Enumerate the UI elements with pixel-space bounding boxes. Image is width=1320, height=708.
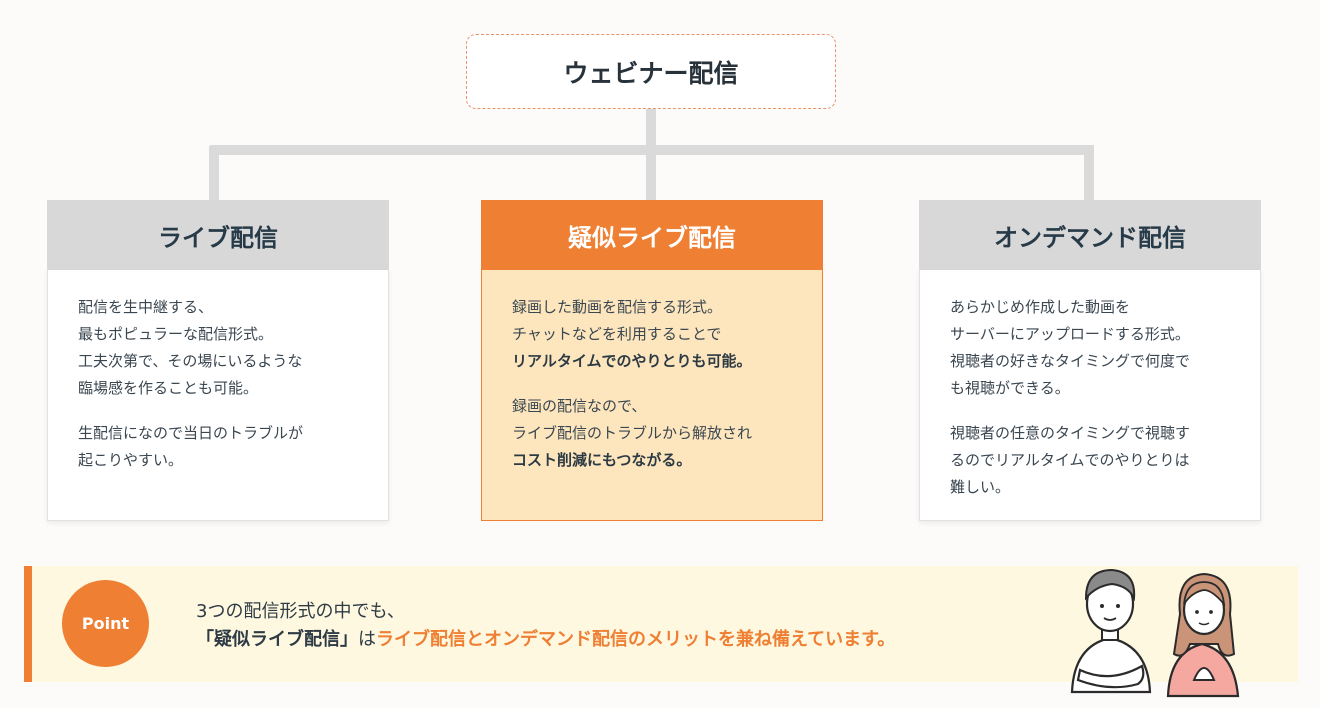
card-live-header: ライブ配信 (47, 200, 389, 270)
card-on-demand: オンデマンド配信 あらかじめ作成した動画を サーバーにアップロードする形式。 視… (919, 200, 1261, 521)
card-on-demand-title: オンデマンド配信 (994, 223, 1186, 252)
point-line-2-orange: ライブ配信とオンデマンド配信のメリットを兼ね備えています。 (376, 629, 896, 650)
para-1-lead: 録画した動画を配信する形式。 チャットなどを利用することで (512, 298, 723, 343)
card-pseudo-live-para-1: 録画した動画を配信する形式。 チャットなどを利用することで リアルタイムでのやり… (512, 294, 802, 375)
point-text: 3つの配信形式の中でも、 「疑似ライブ配信」はライブ配信とオンデマンド配信のメリ… (196, 598, 895, 654)
point-line-2-mid: は (358, 629, 376, 650)
para-2-strong: コスト削減にもつながる。 (512, 451, 692, 469)
card-on-demand-para-2: 視聴者の任意のタイミングで視聴す るのでリアルタイムでのやりとりは 難しい。 (950, 424, 1191, 496)
card-pseudo-live-title: 疑似ライブ配信 (568, 223, 736, 252)
card-on-demand-para-1: あらかじめ作成した動画を サーバーにアップロードする形式。 視聴者の好きなタイミ… (950, 298, 1191, 397)
root-title: ウェビナー配信 (563, 58, 739, 88)
card-live-para-2: 生配信になので当日のトラブルが 起こりやすい。 (78, 424, 304, 469)
card-on-demand-header: オンデマンド配信 (919, 200, 1261, 270)
tree-connector (209, 109, 1094, 200)
card-pseudo-live: 疑似ライブ配信 録画した動画を配信する形式。 チャットなどを利用することで リア… (481, 200, 823, 521)
para-2-lead: 録画の配信なので、 ライブ配信のトラブルから解放され (512, 397, 753, 442)
point-line-2: 「疑似ライブ配信」はライブ配信とオンデマンド配信のメリットを兼ね備えています。 (196, 626, 895, 654)
root-node-webinar: ウェビナー配信 (466, 34, 836, 109)
point-line-2-bold: 「疑似ライブ配信」 (196, 629, 358, 650)
card-live-body: 配信を生中継する、 最もポピュラーな配信形式。 工夫次第で、その場にいるような … (47, 270, 389, 521)
card-live-para-1: 配信を生中継する、 最もポピュラーな配信形式。 工夫次第で、その場にいるような … (78, 298, 303, 397)
point-line-1: 3つの配信形式の中でも、 (196, 601, 405, 622)
card-live: ライブ配信 配信を生中継する、 最もポピュラーな配信形式。 工夫次第で、その場に… (47, 200, 389, 521)
card-pseudo-live-para-2: 録画の配信なので、 ライブ配信のトラブルから解放され コスト削減にもつながる。 (512, 393, 802, 474)
woman-illustration (1166, 572, 1240, 698)
point-badge-label: Point (81, 614, 130, 633)
people-illustration (1070, 568, 1240, 698)
card-pseudo-live-body: 録画した動画を配信する形式。 チャットなどを利用することで リアルタイムでのやり… (481, 270, 823, 521)
point-badge: Point (62, 580, 149, 667)
card-pseudo-live-header: 疑似ライブ配信 (481, 200, 823, 270)
card-live-title: ライブ配信 (158, 223, 278, 252)
card-on-demand-body: あらかじめ作成した動画を サーバーにアップロードする形式。 視聴者の好きなタイミ… (919, 270, 1261, 521)
para-1-strong: リアルタイムでのやりとりも可能。 (512, 352, 752, 370)
man-illustration (1070, 568, 1152, 694)
